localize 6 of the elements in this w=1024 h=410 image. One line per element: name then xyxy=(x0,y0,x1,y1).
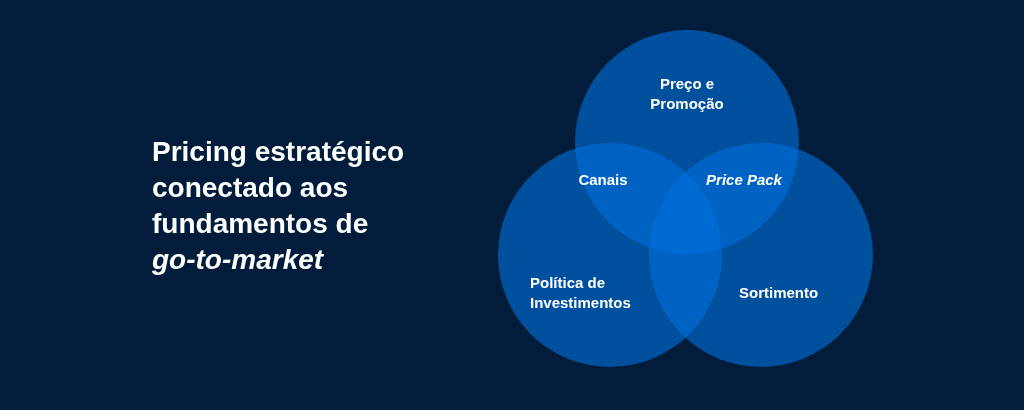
overlap-label: Price Pack xyxy=(706,170,782,190)
title-heading: Pricing estratégico conectado aos fundamentos de go-to-market xyxy=(152,135,406,277)
circle-label: Preço e Promoção xyxy=(649,74,725,114)
overlap-label: Canais xyxy=(578,170,628,190)
circle-label: Política de Investimentos xyxy=(530,273,632,313)
circle-label: Sortimento xyxy=(739,283,820,303)
